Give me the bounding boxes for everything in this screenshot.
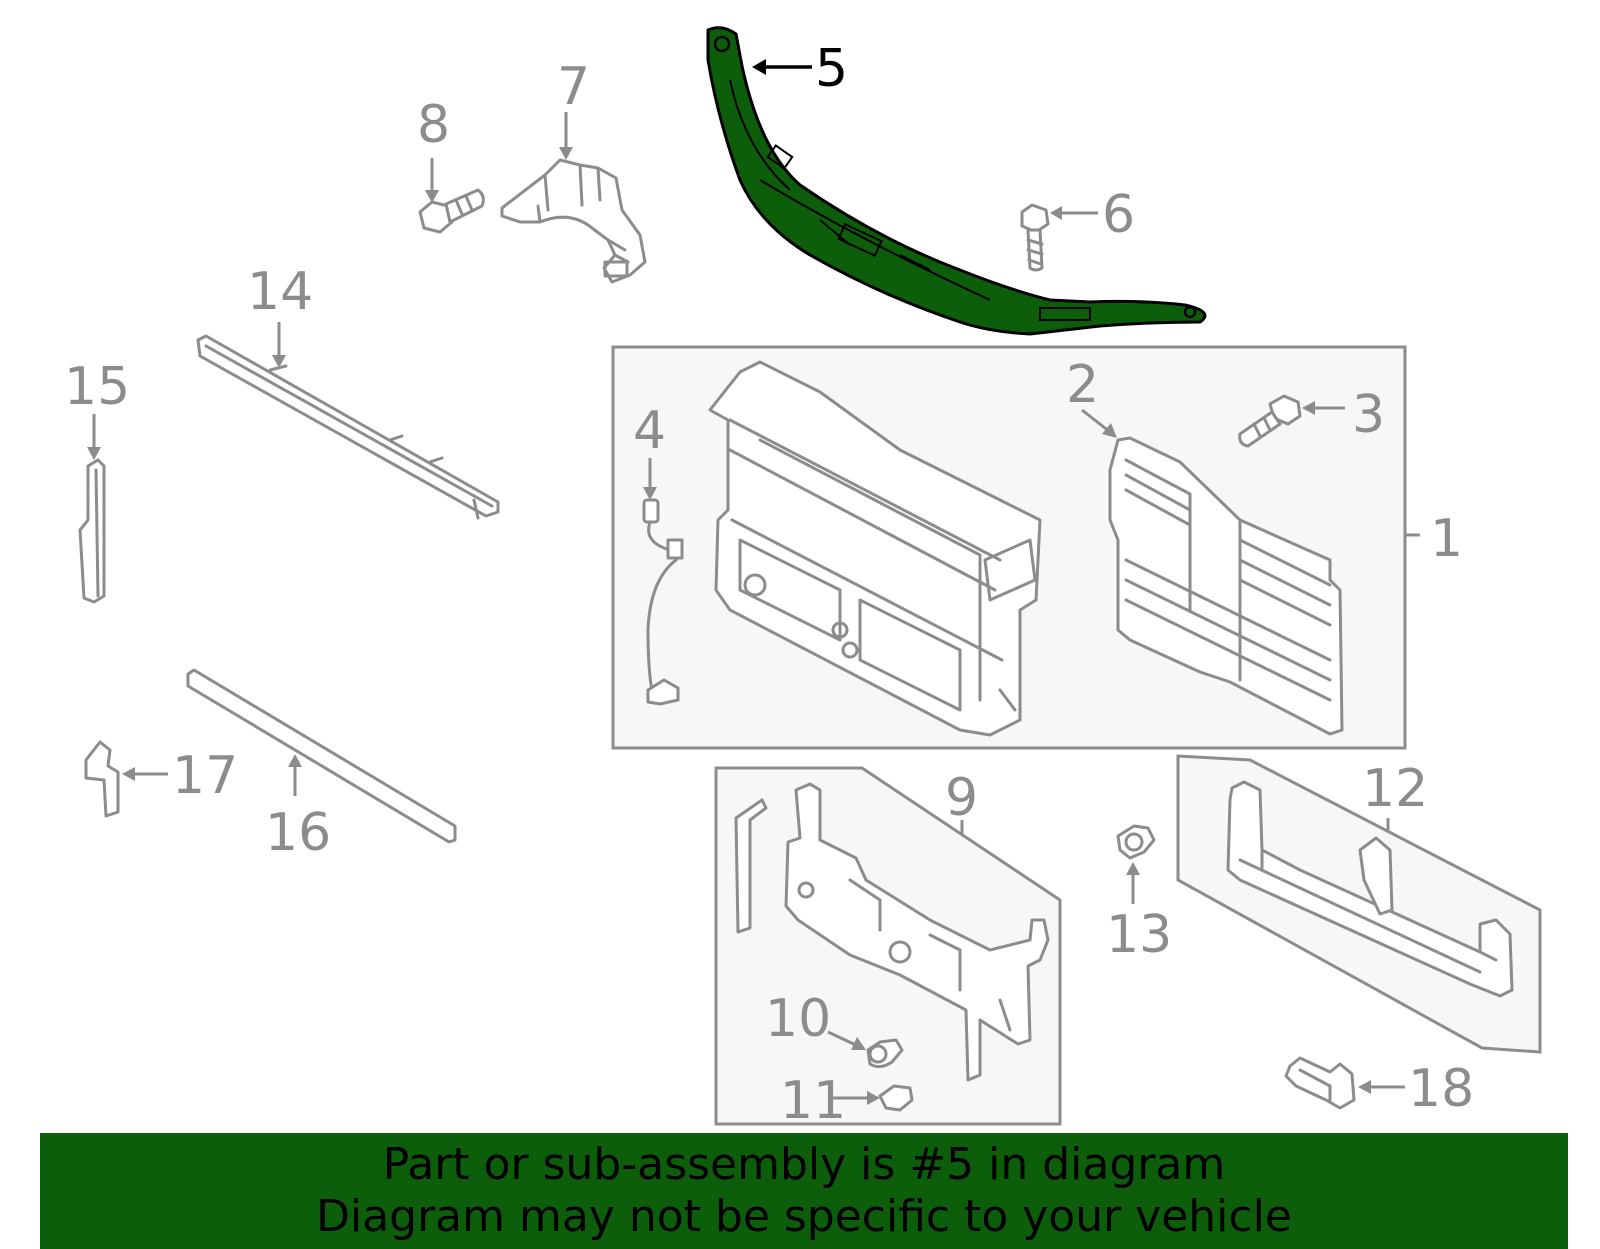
part-16-lower-seal[interactable] [186,668,457,844]
arrowhead-2 [1102,423,1117,438]
callout-16: 16 [265,803,331,863]
callout-2: 2 [1066,355,1099,415]
part-9-lower-reinforcement[interactable] [734,782,1050,1082]
arrowhead-17 [122,767,135,781]
arrowhead-18 [1358,1080,1371,1094]
leader-10 [827,1030,859,1048]
arrowhead-3 [1302,401,1315,415]
arrowhead-14 [272,355,286,368]
arrowhead-11 [867,1091,880,1105]
part-6-bolt[interactable] [1020,203,1050,272]
arrowhead-10 [851,1037,866,1050]
part-4-wire-harness[interactable] [642,498,684,706]
part-11-push-pin[interactable] [878,1084,914,1112]
part-17-clip[interactable] [84,740,120,818]
arrowhead-5 [752,59,766,75]
callout-14: 14 [247,262,313,322]
part-5-upper-tie-bar[interactable] [706,26,1207,336]
part-8-bolt[interactable] [418,188,485,234]
callout-15: 15 [64,357,130,417]
callout-10: 10 [765,989,831,1049]
arrowhead-6 [1050,206,1062,220]
radiator-support-frame[interactable] [708,360,1042,953]
banner-line-1: Part or sub-assembly is #5 in diagram [382,1139,1226,1190]
callout-7: 7 [557,57,590,117]
callout-9: 9 [945,768,978,828]
arrowhead-7 [559,147,573,160]
part-18-sensor[interactable] [1284,1056,1356,1110]
arrowhead-4 [643,487,657,500]
arrowhead-13 [1126,862,1140,875]
part-7-bracket[interactable] [500,158,647,284]
callout-12: 12 [1362,759,1428,819]
part-13-push-pin[interactable] [1116,824,1156,860]
callout-8: 8 [417,95,450,155]
callout-4: 4 [633,401,666,461]
part-10-push-pin[interactable] [866,1038,904,1069]
callout-11: 11 [780,1071,846,1131]
arrowhead-15 [87,447,101,460]
part-12-bumper-absorber[interactable] [1226,780,1514,998]
leader-2 [1081,408,1111,434]
banner-line-2: Diagram may not be specific to your vehi… [316,1191,1292,1242]
callout-18: 18 [1408,1059,1474,1119]
callout-13: 13 [1106,905,1172,965]
callout-5: 5 [815,39,848,99]
callout-3: 3 [1352,385,1385,445]
arrowhead-16 [288,754,302,767]
part-15-side-seal[interactable] [78,458,106,604]
callout-6: 6 [1102,185,1135,245]
info-banner: Part or sub-assembly is #5 in diagram Di… [40,1133,1568,1249]
callout-1: 1 [1430,509,1463,569]
part-3-bolt[interactable] [1238,394,1302,448]
arrowhead-8 [425,190,439,203]
part-2-grille-shutter[interactable] [1108,436,1344,736]
part-14-seal-strip[interactable] [196,334,500,520]
callout-17: 17 [172,746,238,806]
